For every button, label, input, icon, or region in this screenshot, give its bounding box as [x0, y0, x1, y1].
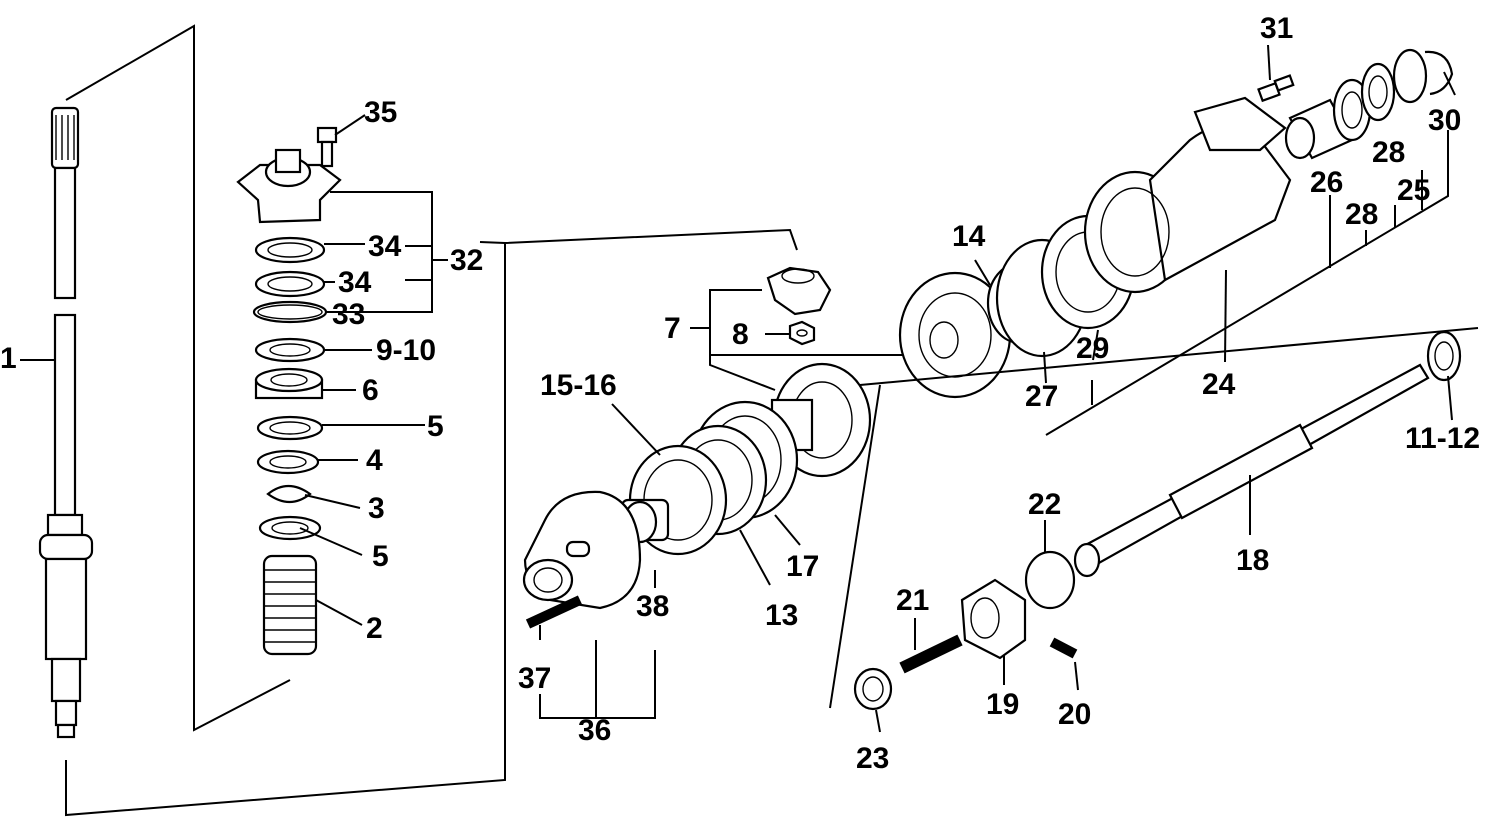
callout-5-lower: 5 — [372, 540, 389, 573]
callout-6: 6 — [362, 374, 379, 407]
callout-1: 1 — [0, 342, 17, 375]
callout-30: 30 — [1428, 104, 1461, 137]
callout-13: 13 — [765, 599, 798, 632]
callout-37: 37 — [518, 662, 551, 695]
callout-22: 22 — [1028, 488, 1061, 521]
callout-24: 24 — [1202, 368, 1236, 401]
cluster-leaders — [539, 289, 905, 719]
callout-35: 35 — [364, 96, 397, 129]
callout-36: 36 — [578, 714, 611, 747]
callout-14: 14 — [952, 220, 986, 253]
stack-leaders — [299, 114, 448, 626]
callout-32: 32 — [450, 244, 483, 277]
gear-cluster — [522, 266, 872, 629]
callout-2: 2 — [366, 612, 383, 645]
callout-26: 26 — [1310, 166, 1343, 199]
callout-18: 18 — [1236, 544, 1269, 577]
callout-11-12: 11-12 — [1405, 422, 1480, 455]
callout-7: 7 — [664, 312, 681, 345]
callout-25: 25 — [1397, 174, 1430, 207]
callout-31: 31 — [1260, 12, 1293, 45]
callout-27: 27 — [1025, 380, 1058, 413]
callout-labels: 1 2 3 4 5 5 6 7 8 9-10 11-12 13 14 15-16… — [0, 12, 1480, 775]
callout-17: 17 — [786, 550, 819, 583]
callout-33: 33 — [332, 298, 365, 331]
callout-34-upper: 34 — [368, 230, 402, 263]
callout-23: 23 — [856, 742, 889, 775]
callout-28-upper: 28 — [1372, 136, 1405, 169]
callout-3: 3 — [368, 492, 385, 525]
drive-shaft — [38, 106, 94, 739]
callout-38: 38 — [636, 590, 669, 623]
pump-stack — [236, 126, 342, 656]
callout-15-16: 15-16 — [540, 369, 617, 402]
callout-29: 29 — [1076, 332, 1109, 365]
callout-5-upper: 5 — [427, 410, 444, 443]
propeller-shaft-group — [829, 327, 1479, 711]
callout-4: 4 — [366, 444, 383, 477]
frame-lines — [65, 24, 798, 817]
callout-21: 21 — [896, 584, 929, 617]
callout-9-10: 9-10 — [376, 334, 436, 367]
callout-19: 19 — [986, 688, 1019, 721]
callout-28-lower: 28 — [1345, 198, 1378, 231]
callout-8: 8 — [732, 318, 749, 351]
upper-right-assembly — [898, 48, 1454, 399]
callout-34-lower: 34 — [338, 266, 372, 299]
callout-20: 20 — [1058, 698, 1091, 731]
shaft-leaders — [875, 375, 1453, 733]
